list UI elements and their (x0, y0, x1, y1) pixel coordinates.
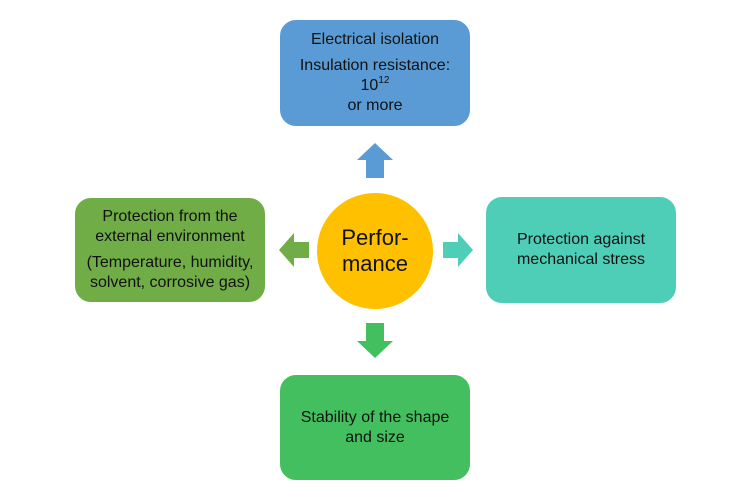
left-box-line-2: external environment (95, 228, 245, 245)
environment-protection-box: Protection from the external environment… (75, 198, 265, 302)
mechanical-stress-box: Protection against mechanical stress (486, 197, 676, 303)
left-box-line-3: (Temperature, humidity, (86, 254, 254, 271)
performance-circle: Perfor- mance (317, 193, 433, 309)
arrow-down-icon (357, 323, 393, 358)
shape-stability-box: Stability of the shape and size (280, 375, 470, 480)
right-box-line-2: mechanical stress (516, 251, 646, 268)
arrow-up-icon (357, 143, 393, 178)
arrow-right-icon (443, 233, 473, 267)
right-box-line-1: Protection against (516, 231, 646, 248)
insulation-resistance-text: Insulation resistance: 10 (299, 57, 451, 94)
left-box-line-1: Protection from the (102, 208, 238, 225)
arrow-left-icon (279, 233, 309, 267)
center-line-1: Perfor- (341, 225, 409, 250)
bottom-box-line-1: Stability of the shape (300, 408, 450, 426)
top-box-line-1: Electrical isolation (310, 31, 440, 48)
electrical-isolation-box: Electrical isolation Insulation resistan… (280, 20, 470, 126)
bottom-box-line-2: and size (345, 428, 405, 446)
left-box-line-4: solvent, corrosive gas) (89, 274, 251, 291)
exponent: 12 (378, 75, 390, 86)
center-line-2: mance (341, 251, 409, 276)
top-box-line-3: or more (347, 97, 403, 114)
top-box-line-2: Insulation resistance: 1012 (282, 56, 468, 96)
